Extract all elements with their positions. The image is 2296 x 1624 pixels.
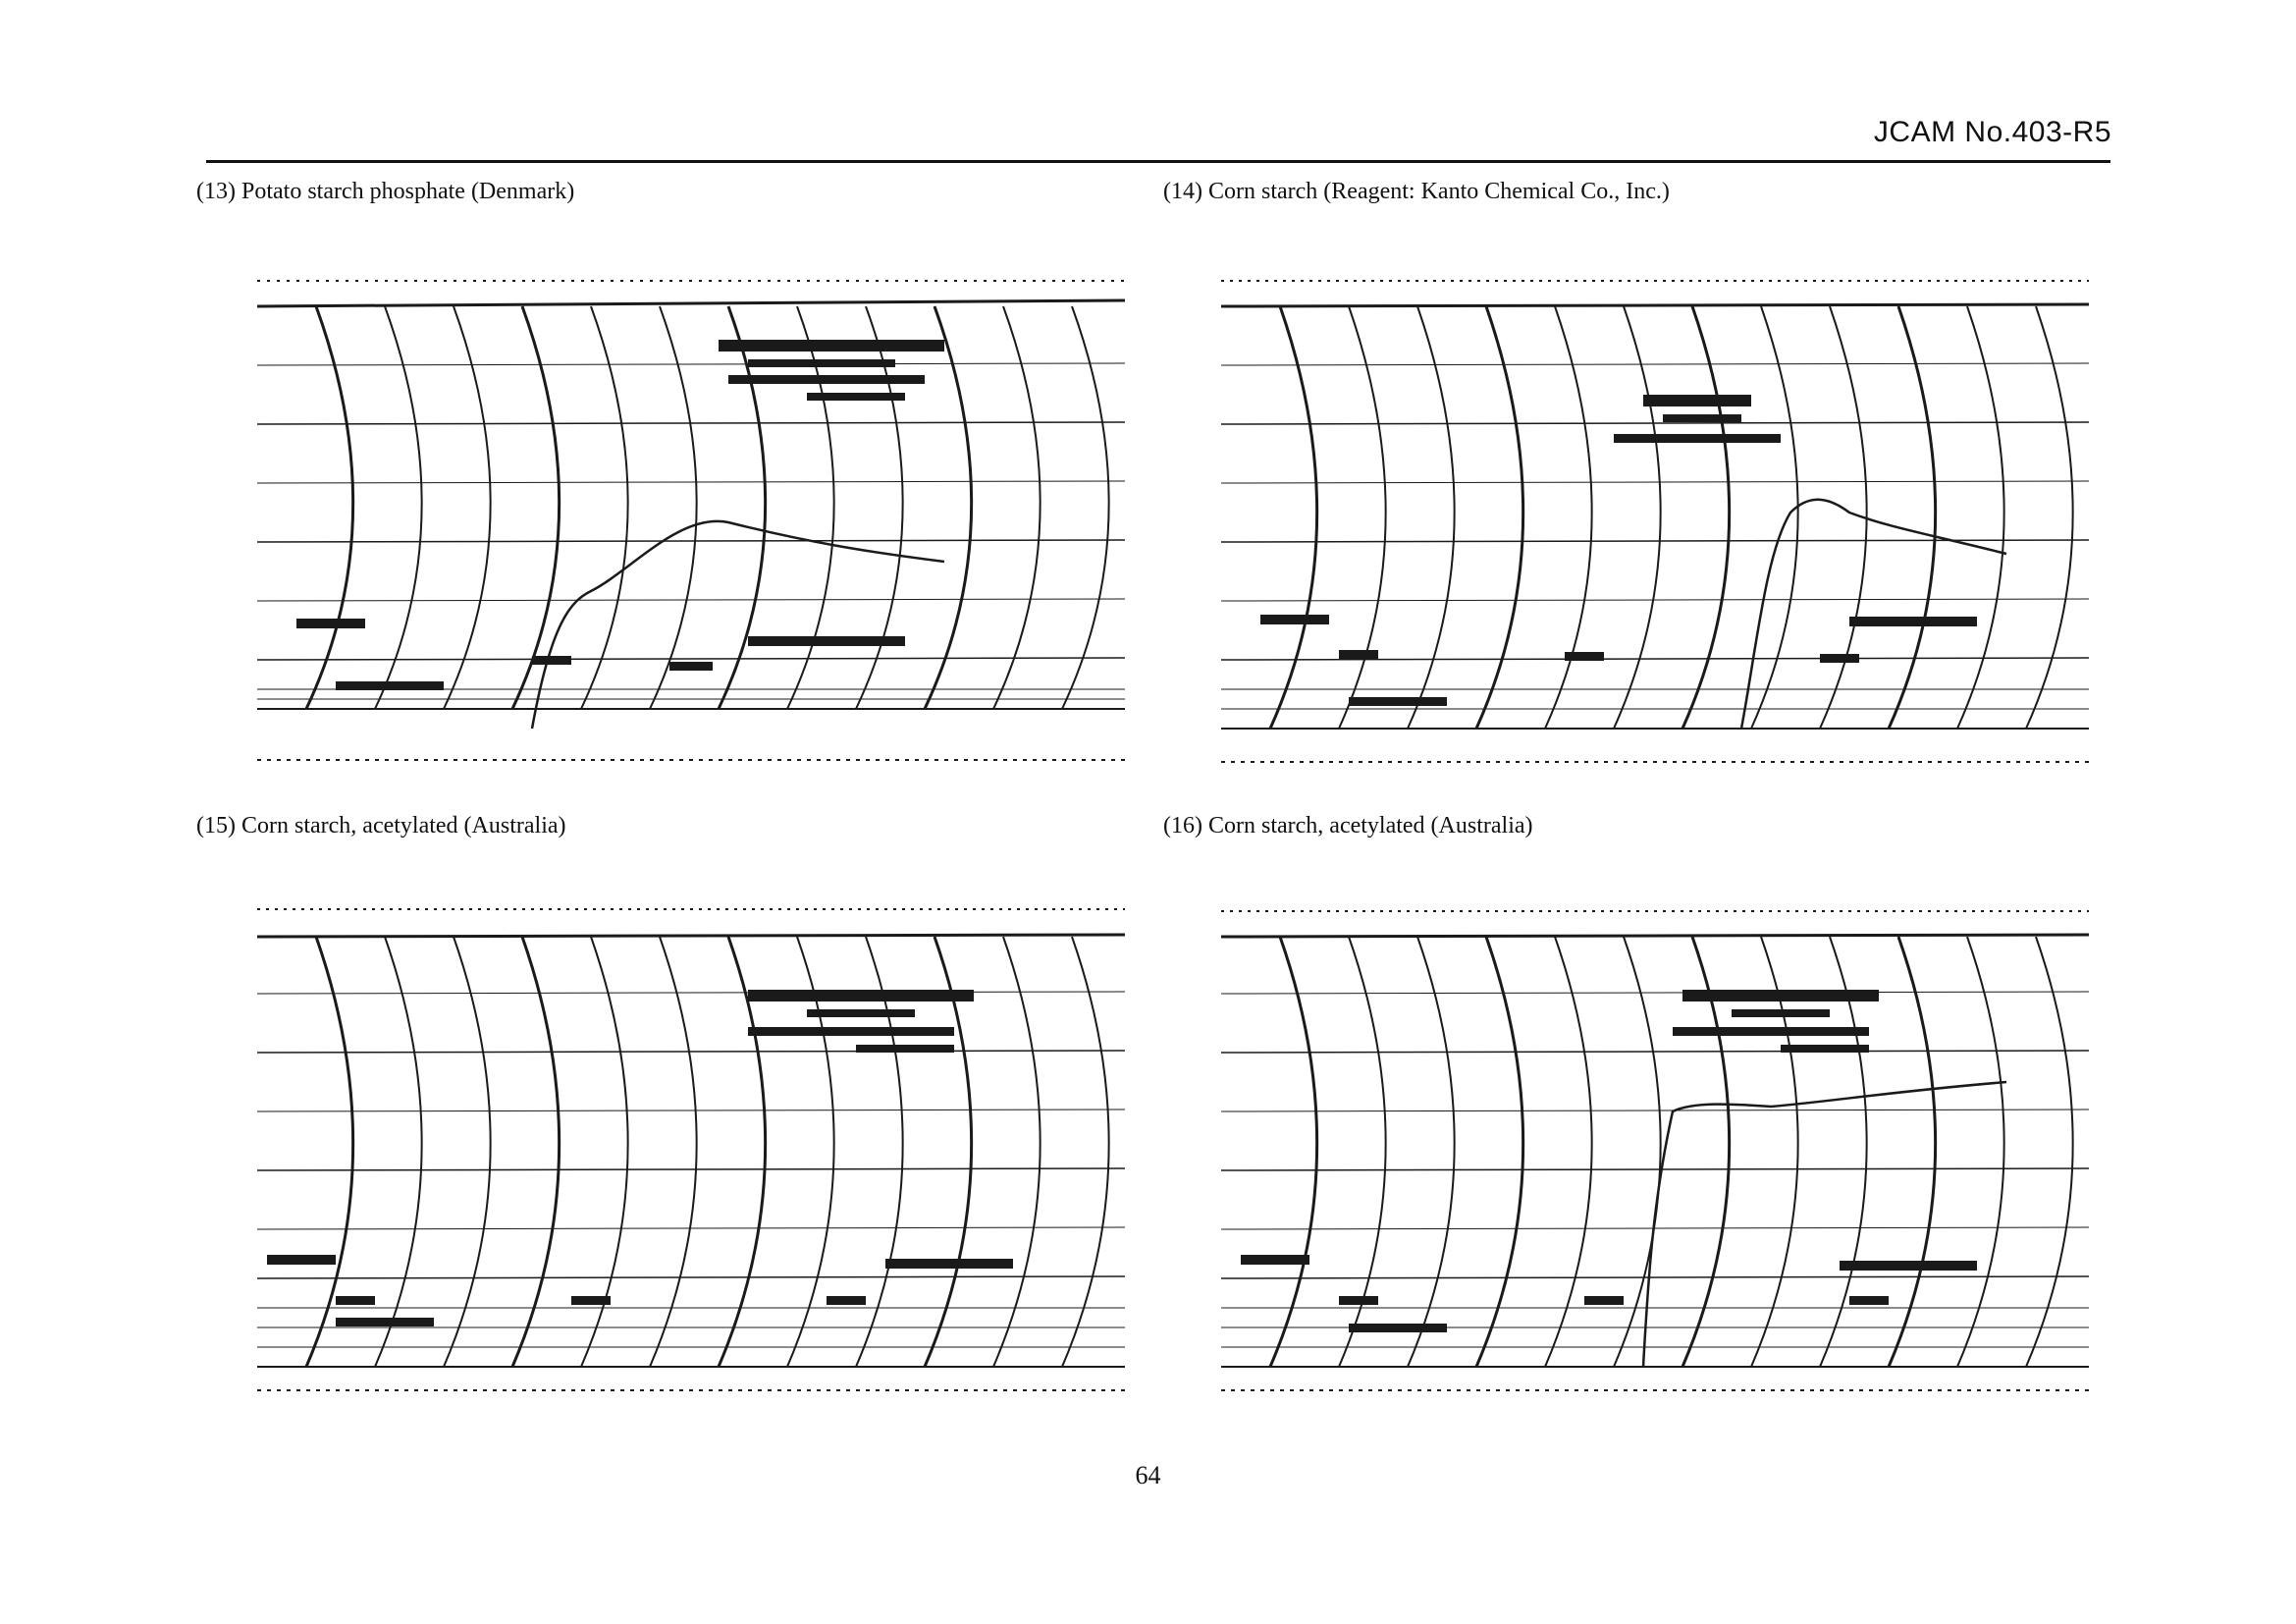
amylograph-chart-13 [257, 277, 1125, 768]
amylograph-chart-16 [1221, 905, 2089, 1396]
amylograph-chart-image [257, 905, 1125, 1396]
header-rule [206, 160, 2110, 163]
figure-14-caption: (14) Corn starch (Reagent: Kanto Chemica… [1163, 179, 1670, 204]
figure-13-caption: (13) Potato starch phosphate (Denmark) [196, 179, 575, 204]
figure-15-caption: (15) Corn starch, acetylated (Australia) [196, 813, 566, 839]
amylograph-chart-15 [257, 905, 1125, 1396]
amylograph-chart-14 [1221, 277, 2089, 768]
amylograph-chart-image [1221, 277, 2089, 768]
page-number: 64 [1135, 1461, 1161, 1489]
amylograph-chart-image [1221, 905, 2089, 1396]
document-id: JCAM No.403-R5 [1873, 116, 2111, 148]
amylograph-chart-image [257, 277, 1125, 768]
figure-16-caption: (16) Corn starch, acetylated (Australia) [1163, 813, 1533, 839]
